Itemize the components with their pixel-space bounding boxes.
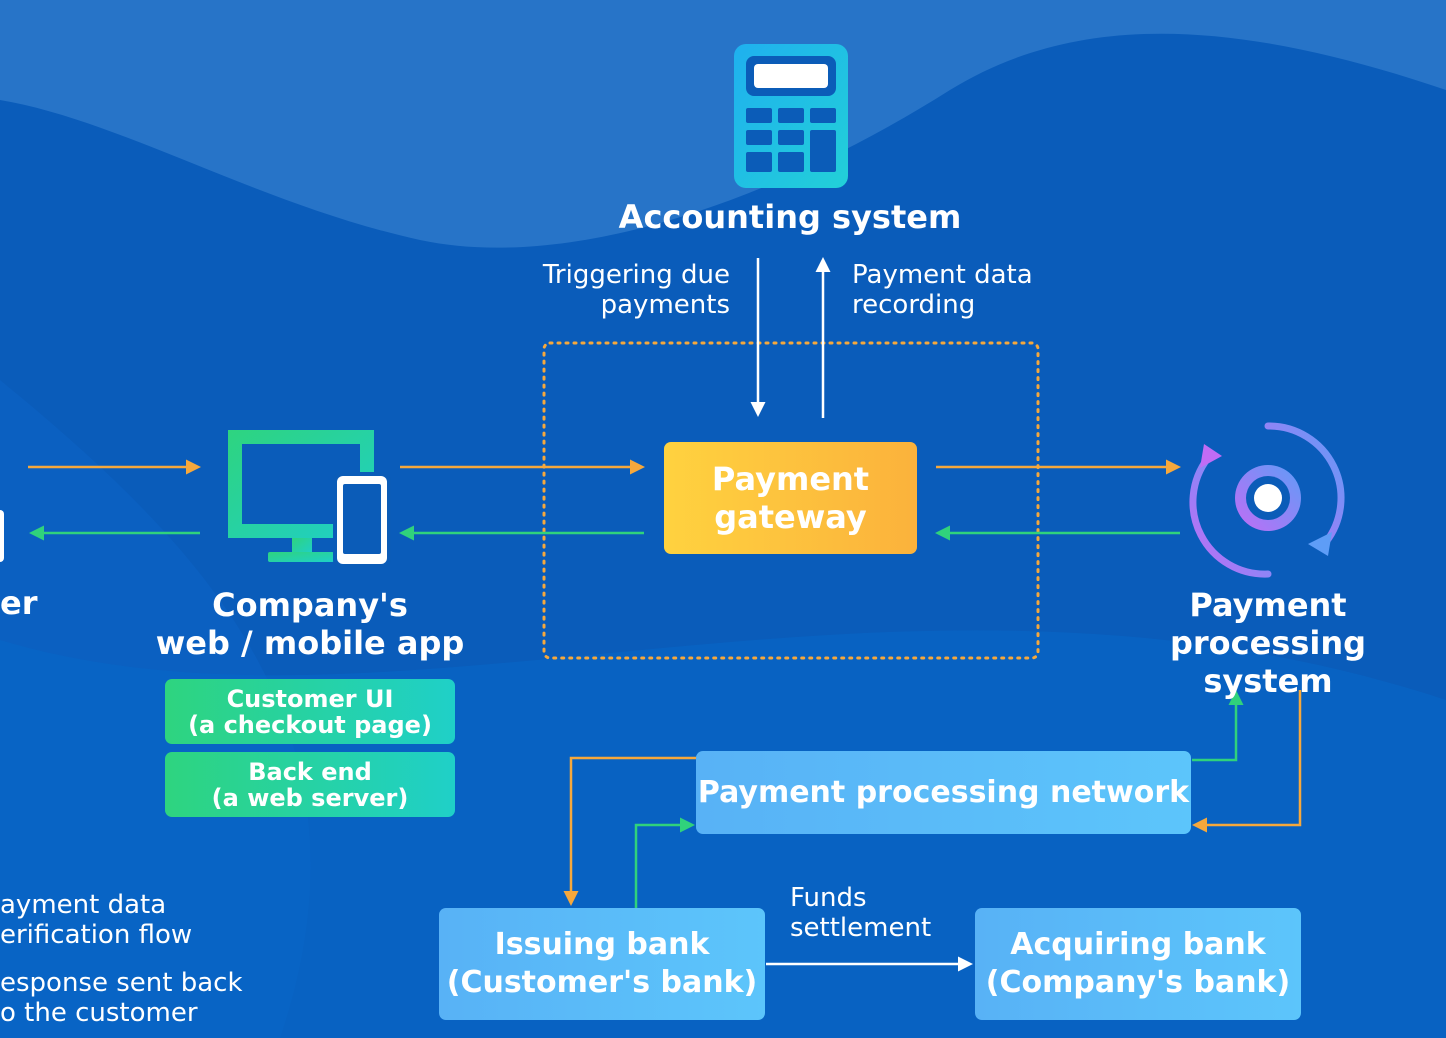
customer-ui-label: Customer UI (a checkout page) — [188, 684, 432, 739]
arrow-network-to-issuing — [563, 756, 697, 906]
customer-icon-fragment — [0, 510, 4, 562]
accounting-system-title: Accounting system — [618, 198, 962, 236]
acquiring-bank-box: Acquiring bank (Company's bank) — [975, 908, 1301, 1020]
customer-ui-box: Customer UI (a checkout page) — [165, 679, 455, 744]
triggering-due-payments-label: Triggering due payments — [542, 260, 730, 320]
payment-processing-network-label: Payment processing network — [697, 774, 1190, 810]
payment-data-recording-label: Payment data recording — [852, 260, 1033, 320]
customer-title-fragment: er — [0, 584, 38, 622]
issuing-bank-label: Issuing bank (Customer's bank) — [446, 927, 758, 1000]
payment-gateway-label: Payment gateway — [711, 460, 870, 536]
gateway-boundary — [542, 341, 1040, 660]
payment-processing-system-title: Payment processing system — [1169, 586, 1367, 700]
arrow-processing-to-network — [1192, 690, 1302, 833]
calculator-icon — [734, 44, 848, 188]
legend-verification-flow: ayment data erification flow — [0, 890, 193, 950]
funds-settlement-label: Funds settlement — [790, 883, 932, 943]
payment-gateway-box: Payment gateway — [664, 442, 917, 554]
monitor-and-phone-icon — [228, 430, 391, 568]
back-end-label: Back end (a web server) — [211, 757, 409, 812]
processing-cycle-icon — [1189, 422, 1345, 578]
company-app-title: Company's web / mobile app — [155, 586, 465, 662]
arrow-issuing-to-network — [634, 817, 695, 908]
acquiring-bank-label: Acquiring bank (Company's bank) — [985, 927, 1291, 1000]
legend-response-back: esponse sent back o the customer — [0, 968, 243, 1028]
arrow-network-to-processing — [1192, 690, 1244, 762]
payment-processing-network-box: Payment processing network — [696, 751, 1191, 834]
back-end-box: Back end (a web server) — [165, 752, 455, 817]
issuing-bank-box: Issuing bank (Customer's bank) — [439, 908, 765, 1020]
